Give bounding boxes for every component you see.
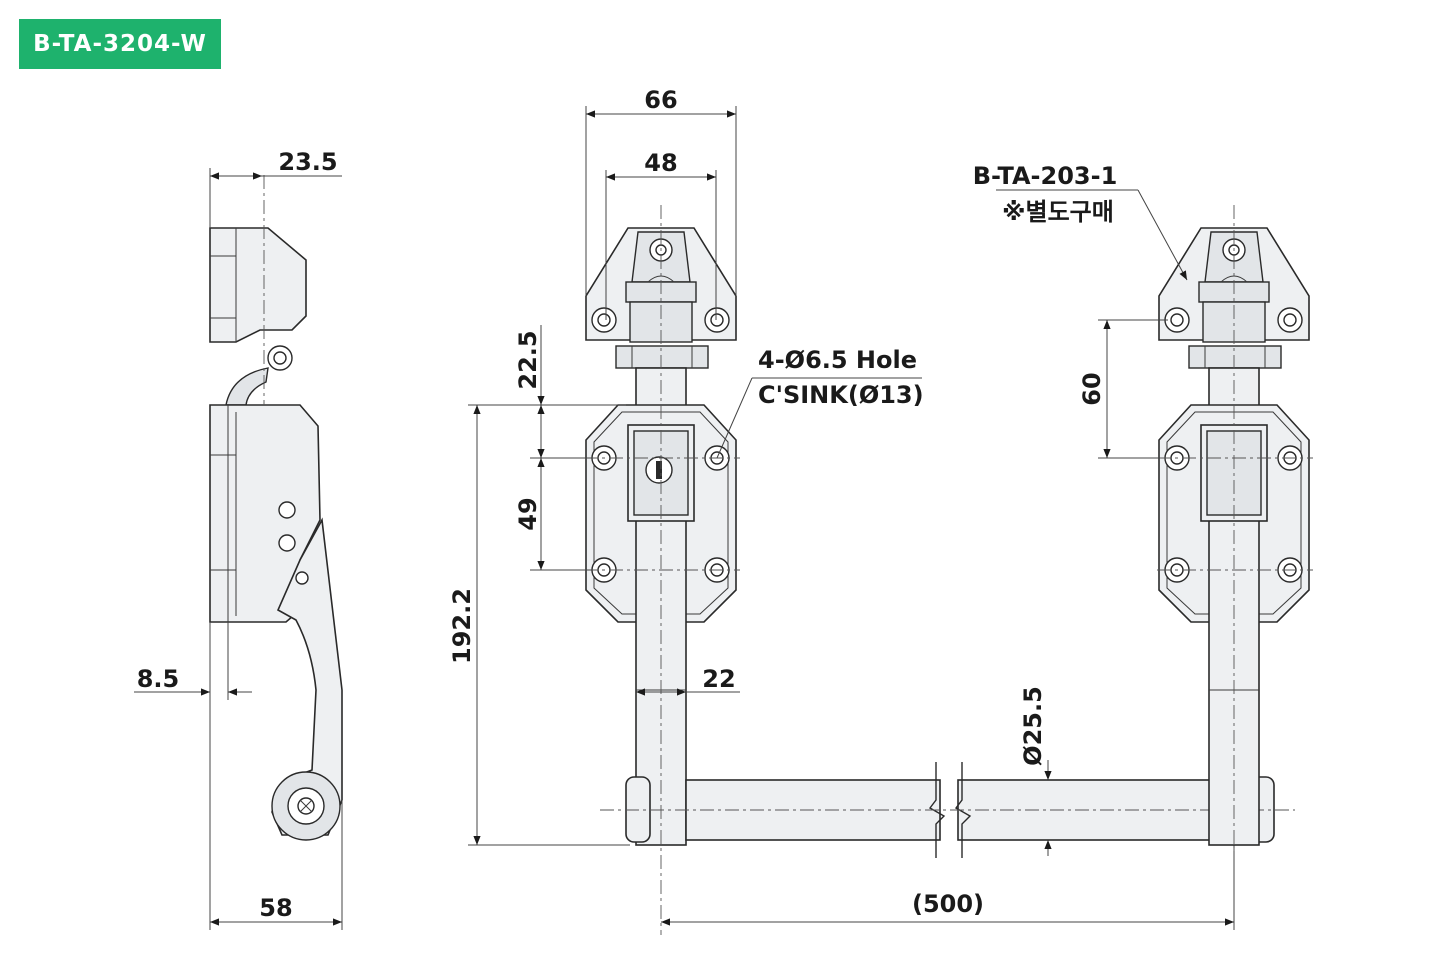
front-view-left: 66 48 22.5 49 192.2 22 4-Ø6.5 Hole C'SIN… xyxy=(448,86,924,935)
dim-front-pitch: 49 xyxy=(514,497,542,530)
front-view-right: 60 B-TA-203-1 ※별도구매 xyxy=(973,162,1313,855)
dim-right-hinge: 60 xyxy=(1078,372,1106,405)
dim-side-width: 58 xyxy=(259,894,292,922)
note-countersink: C'SINK(Ø13) xyxy=(758,381,924,409)
dim-handle-width: 22 xyxy=(702,665,735,693)
dim-front-height: 192.2 xyxy=(448,588,476,664)
dim-front-inner: 48 xyxy=(644,149,677,177)
dim-front-outer: 66 xyxy=(644,86,677,114)
dim-side-offset: 8.5 xyxy=(137,665,180,693)
dim-front-upper: 22.5 xyxy=(514,330,542,389)
dim-bar-diameter: Ø25.5 xyxy=(1019,686,1047,766)
note-ref-part: B-TA-203-1 xyxy=(973,162,1118,190)
note-ref-purchase: ※별도구매 xyxy=(1002,198,1114,226)
dim-side-top: 23.5 xyxy=(278,148,337,176)
cross-bar: Ø25.5 (500) xyxy=(600,686,1295,930)
note-hole-spec: 4-Ø6.5 Hole xyxy=(758,346,917,374)
dim-span: (500) xyxy=(912,890,984,918)
part-code-badge: B-TA-3204-W xyxy=(19,19,221,69)
side-view: 23.5 8.5 58 xyxy=(134,148,343,930)
